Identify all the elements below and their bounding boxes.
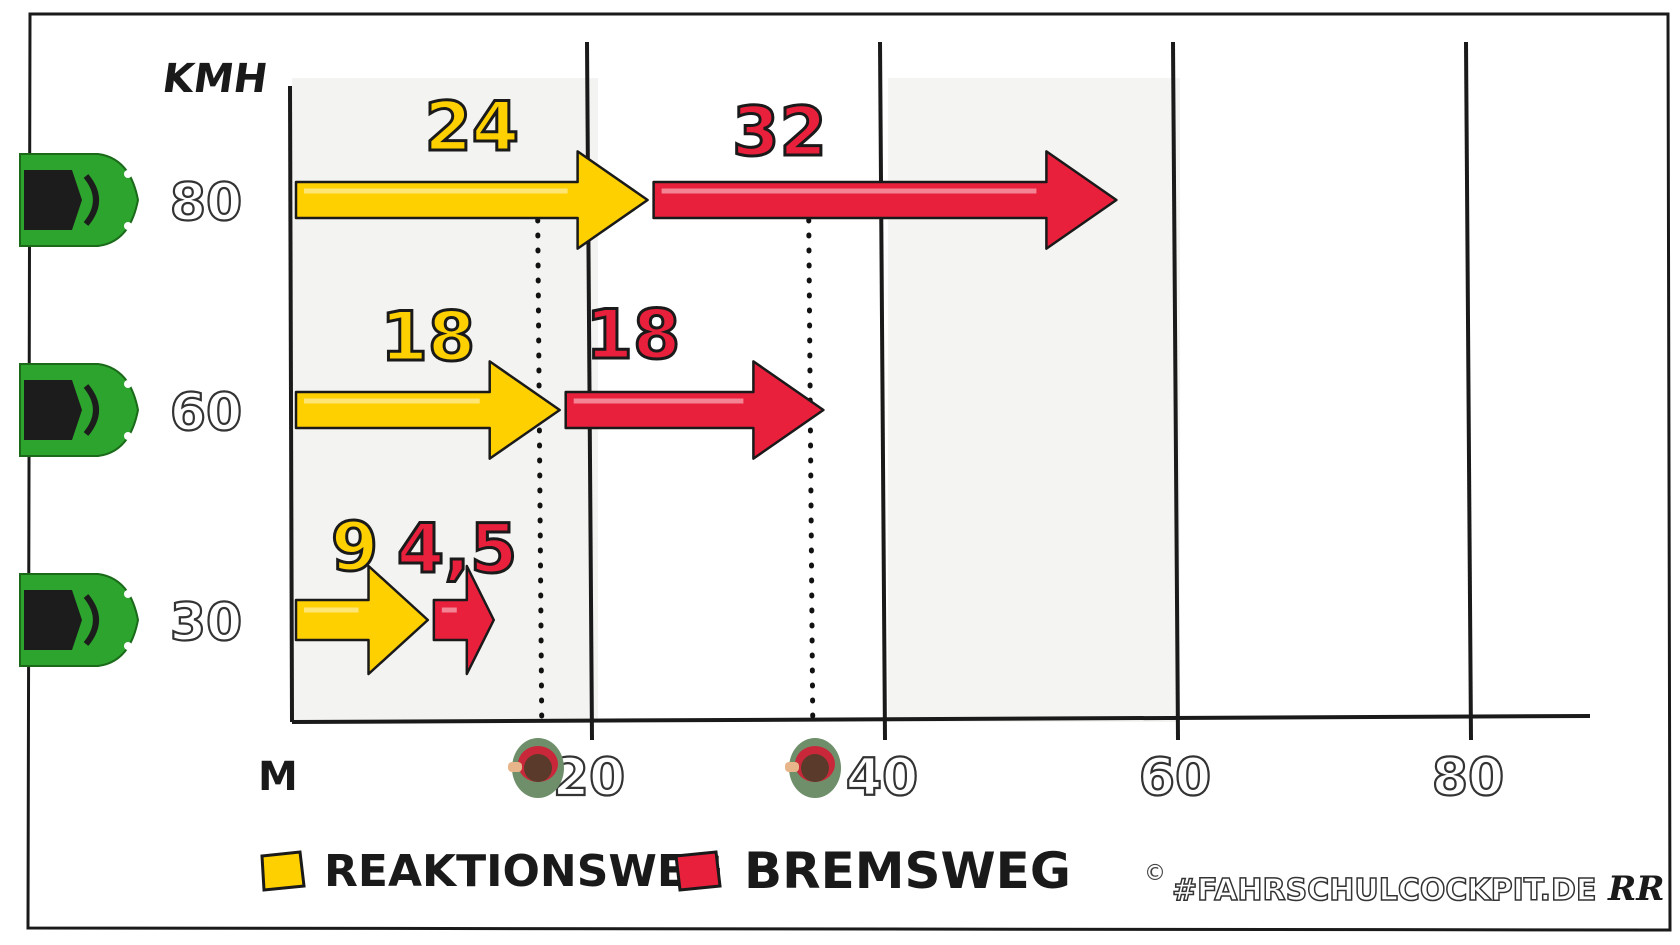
- zone-mid: [888, 78, 1180, 722]
- y-axis-title: KMH: [160, 56, 271, 102]
- reference-line: [806, 217, 816, 723]
- y-axis-line: [288, 85, 294, 723]
- x-tick-label: 80: [1432, 748, 1504, 808]
- bar-reaktion: [294, 150, 649, 250]
- car-icon: [19, 153, 140, 247]
- value-label-reaktion: 9: [331, 508, 378, 587]
- legend-swatch-reaktion: [260, 850, 306, 892]
- credit: © #FAHRSCHULCOCKPIT.DE RR: [1144, 861, 1665, 909]
- gridline: [1464, 41, 1473, 741]
- pedestrian-icons: [508, 738, 841, 798]
- bar-reaktion: [294, 360, 561, 460]
- pedestrian-icon: [508, 738, 564, 798]
- category-labels: 80 60 30: [19, 153, 243, 667]
- x-axis-title: M: [258, 754, 298, 800]
- category-label: 60: [170, 383, 242, 443]
- legend-label-brems: BREMSWEG: [744, 842, 1071, 900]
- car-icon: [19, 363, 140, 457]
- credit-text: #FAHRSCHULCOCKPIT.DE: [1172, 873, 1596, 908]
- signature: RR: [1607, 869, 1665, 909]
- axes: [288, 85, 1591, 724]
- bar-brems: [564, 360, 825, 460]
- gridline: [1171, 41, 1180, 741]
- legend: REAKTIONSWEG BREMSWEG: [260, 842, 1071, 900]
- value-label-reaktion: 18: [381, 298, 476, 377]
- pedestrian-icon: [785, 738, 841, 798]
- bar-reaktion: [294, 564, 430, 676]
- copyright-symbol: ©: [1144, 861, 1166, 886]
- x-tick-label: 20: [553, 748, 625, 808]
- value-label-brems: 32: [732, 93, 827, 172]
- x-tick-labels: 20 40 60 80: [552, 747, 1506, 809]
- x-tick-label: 40: [846, 748, 918, 808]
- legend-label-reaktion: REAKTIONSWEG: [324, 846, 723, 897]
- car-icon: [19, 573, 140, 667]
- gridline: [878, 41, 887, 741]
- x-tick-label: 60: [1139, 748, 1211, 808]
- category-label: 30: [170, 593, 242, 653]
- bar-brems: [432, 564, 496, 676]
- legend-swatch-brems: [674, 850, 722, 892]
- value-label-brems: 18: [586, 296, 681, 375]
- legend-item-reaktion: REAKTIONSWEG: [260, 846, 723, 897]
- category-label: 80: [170, 173, 242, 233]
- value-label-brems: 4,5: [397, 510, 517, 589]
- bar-brems: [652, 150, 1118, 250]
- value-label-reaktion: 24: [424, 88, 519, 167]
- legend-item-brems: BREMSWEG: [674, 842, 1071, 900]
- bars: [294, 150, 1118, 676]
- x-axis-line: [291, 714, 1591, 724]
